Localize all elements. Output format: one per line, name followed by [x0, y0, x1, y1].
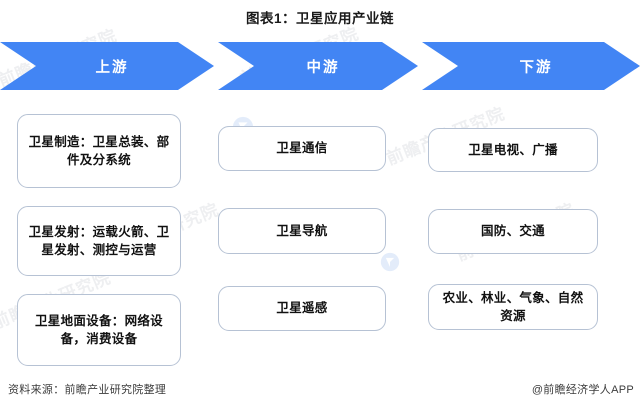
stage-arrow-midstream[interactable]: 中游 — [218, 42, 418, 90]
midstream-item-1[interactable]: 卫星通信 — [218, 126, 386, 171]
stage-arrow-band: 上游 中游 下游 — [0, 42, 640, 90]
watermark-logo-icon — [380, 252, 400, 272]
page-title: 图表1：卫星应用产业链 — [245, 11, 394, 26]
stage-arrow-upstream[interactable]: 上游 — [0, 42, 214, 90]
downstream-item-1[interactable]: 卫星电视、广播 — [428, 128, 598, 172]
midstream-item-2[interactable]: 卫星导航 — [218, 208, 386, 254]
upstream-item-3[interactable]: 卫星地面设备：网络设备，消费设备 — [17, 294, 181, 366]
downstream-item-2[interactable]: 国防、交通 — [428, 209, 598, 254]
app-credit: @前瞻经济学人APP — [531, 384, 634, 396]
upstream-item-2[interactable]: 卫星发射：运载火箭、卫星发射、测控与运营 — [17, 206, 181, 276]
upstream-item-1[interactable]: 卫星制造：卫星总装、部件及分系统 — [17, 114, 181, 188]
stage-arrow-label: 下游 — [519, 59, 553, 76]
midstream-item-3[interactable]: 卫星遥感 — [218, 286, 386, 331]
stage-arrow-downstream[interactable]: 下游 — [422, 42, 640, 90]
source-note: 资料来源：前瞻产业研究院整理 — [8, 384, 167, 396]
stage-arrow-label: 中游 — [306, 59, 340, 76]
downstream-item-3[interactable]: 农业、林业、气象、自然资源 — [428, 284, 598, 330]
stage-arrow-label: 上游 — [95, 59, 129, 76]
